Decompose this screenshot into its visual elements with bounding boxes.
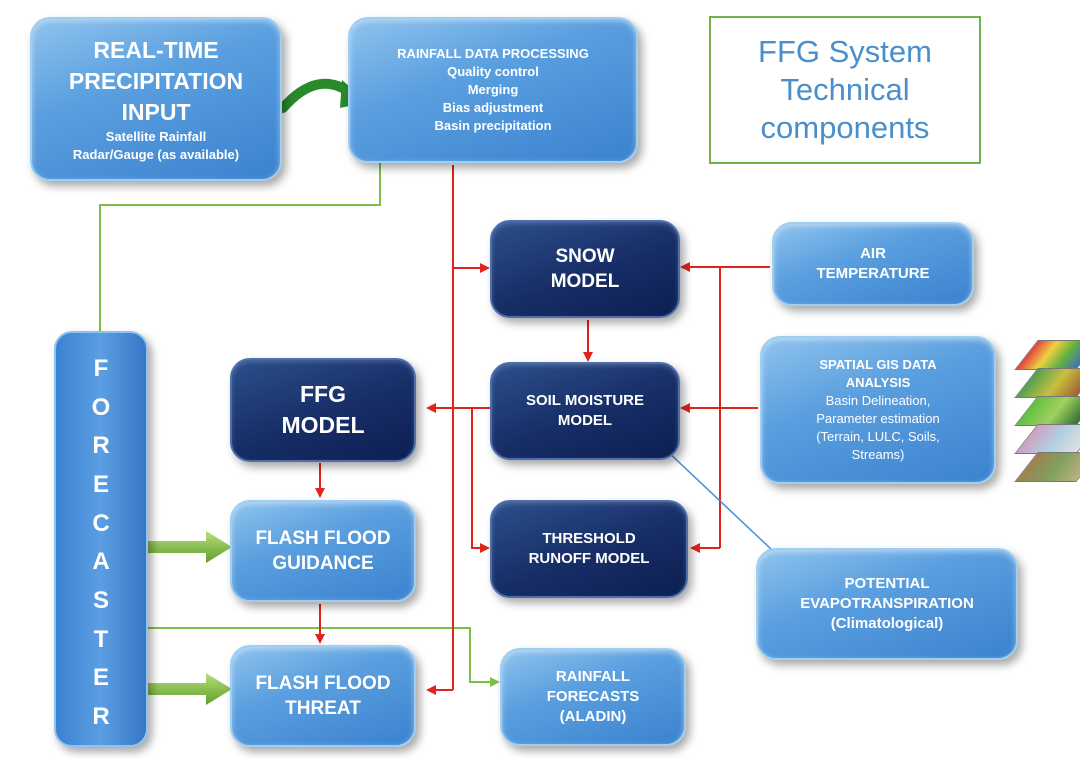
forecasts-line-2: FORECASTS: [546, 688, 640, 705]
soil-line-2: MODEL: [557, 412, 613, 429]
ffg-line-1: FFG: [300, 381, 346, 407]
pet-line-3: (Climatological): [830, 615, 944, 632]
forecasts-line-3: (ALADIN): [559, 708, 627, 725]
title-line-3: components: [760, 110, 930, 145]
realtime-heading-1: REAL-TIME: [93, 36, 219, 63]
threat-line-2: THREAT: [285, 698, 361, 719]
forecaster-letter: R: [92, 702, 110, 730]
processing-line-1: RAINFALL DATA PROCESSING: [397, 46, 589, 61]
processing-line-3: Merging: [467, 82, 519, 97]
gis-detail-2: Parameter estimation: [816, 411, 940, 426]
snow-model-box: SNOW MODEL: [490, 220, 680, 318]
forecaster-letter: A: [92, 548, 110, 576]
processing-line-5: Basin precipitation: [434, 118, 552, 133]
realtime-heading-2: PRECIPITATION: [68, 67, 244, 94]
soil-moisture-model-box: SOIL MOISTURE MODEL: [490, 362, 680, 460]
forecaster-letter: T: [93, 625, 109, 653]
forecaster-to-forecasts-line: [148, 627, 500, 687]
forecaster-letter: E: [92, 470, 109, 498]
gis-heading-2: ANALYSIS: [845, 375, 911, 390]
processing-line-4: Bias adjustment: [442, 100, 544, 115]
rainfall-processing-box: RAINFALL DATA PROCESSING Quality control…: [348, 17, 638, 163]
realtime-detail-1: Satellite Rainfall: [105, 128, 207, 144]
realtime-heading-3: INPUT: [121, 98, 191, 125]
flash-flood-threat-box: FLASH FLOOD THREAT: [230, 645, 416, 747]
ffg-model-box: FFG MODEL: [230, 358, 416, 462]
spatial-gis-box: SPATIAL GIS DATA ANALYSIS Basin Delineat…: [760, 336, 996, 484]
forecaster-letter: C: [92, 509, 110, 537]
potential-evapotranspiration-box: POTENTIAL EVAPOTRANSPIRATION (Climatolog…: [756, 548, 1018, 660]
title-line-1: FFG System: [758, 34, 932, 69]
air-temperature-box: AIR TEMPERATURE: [772, 222, 974, 306]
ffg-line-2: MODEL: [281, 412, 365, 438]
forecaster-to-processing-line: [99, 140, 385, 333]
forecaster-letter: R: [92, 432, 110, 460]
soil-to-threshold-line: [471, 408, 490, 553]
flash-flood-guidance-box: FLASH FLOOD GUIDANCE: [230, 500, 416, 602]
gis-detail-1: Basin Delineation,: [825, 393, 931, 408]
air-line-2: TEMPERATURE: [816, 265, 930, 282]
forecaster-letter: F: [93, 355, 109, 382]
forecaster-to-threat-arrow: [148, 673, 232, 705]
gis-detail-4: Streams): [851, 447, 905, 462]
forecaster-to-guidance-arrow: [148, 531, 232, 563]
pet-line-1: POTENTIAL: [844, 575, 930, 592]
realtime-precipitation-box: REAL-TIME PRECIPITATION INPUT Satellite …: [30, 17, 282, 181]
gis-layers-graphic: [1014, 340, 1080, 482]
threshold-line-1: THRESHOLD: [542, 530, 636, 547]
forecaster-letter: O: [91, 393, 111, 421]
guidance-line-2: GUIDANCE: [272, 553, 374, 574]
gis-heading-1: SPATIAL GIS DATA: [819, 357, 937, 372]
rainfall-forecasts-box: RAINFALL FORECASTS (ALADIN): [500, 648, 686, 746]
pet-line-2: EVAPOTRANSPIRATION: [800, 595, 974, 612]
forecasts-line-1: RAINFALL: [555, 668, 631, 685]
realtime-detail-2: Radar/Gauge (as available): [72, 146, 240, 162]
snow-line-2: MODEL: [550, 271, 620, 292]
threat-line-1: FLASH FLOOD: [255, 673, 391, 694]
soil-line-1: SOIL MOISTURE: [525, 392, 645, 409]
title-line-2: Technical: [780, 72, 910, 107]
diagram-title: FFG System Technical components: [709, 16, 981, 164]
threshold-runoff-model-box: THRESHOLD RUNOFF MODEL: [490, 500, 688, 598]
guidance-line-1: FLASH FLOOD: [255, 528, 391, 549]
processing-line-2: Quality control: [447, 64, 539, 79]
forecaster-bar: F O R E C A S T E R: [54, 331, 148, 747]
gis-detail-3: (Terrain, LULC, Soils,: [816, 429, 940, 444]
forecaster-letter: E: [92, 664, 109, 692]
air-line-1: AIR: [860, 245, 886, 262]
snow-line-1: SNOW: [555, 246, 615, 267]
forecaster-letter: S: [92, 586, 109, 614]
threshold-line-2: RUNOFF MODEL: [528, 550, 650, 567]
